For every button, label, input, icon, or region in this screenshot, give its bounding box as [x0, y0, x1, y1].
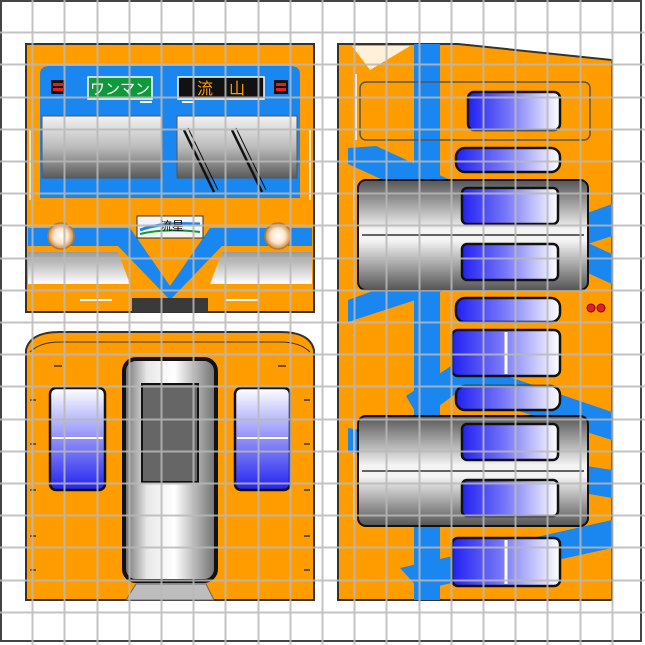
side-window-3 [454, 296, 562, 324]
taillight-icon [586, 303, 596, 313]
front-window-left [41, 115, 163, 179]
destination-sign-right: 流 山 [177, 76, 265, 100]
front-lower-stripe [28, 228, 312, 300]
headlight-icon [47, 222, 75, 250]
side-door-2-window-1 [460, 422, 560, 462]
side-door-1-window-2 [460, 242, 560, 282]
side-door-2-window-2 [460, 478, 560, 518]
end-door-window [141, 383, 199, 483]
destination-sign-right-text: 流 山 [197, 79, 245, 98]
side-door-1-window-1 [460, 186, 560, 226]
front-face: ワンマン 流 山 [25, 43, 315, 313]
front-window-right [176, 115, 298, 179]
end-step [125, 583, 215, 601]
coupler [132, 298, 208, 312]
taillight-icon [596, 303, 606, 313]
side-window-2 [454, 146, 562, 174]
destination-sign-left-text: ワンマン [90, 80, 150, 98]
side-face [337, 43, 613, 601]
taillight-icon [274, 80, 288, 94]
headlight-icon [264, 222, 292, 250]
taillight-icon [51, 80, 65, 94]
side-window-5 [454, 384, 562, 412]
destination-sign-left: ワンマン [87, 76, 153, 100]
front-bumper-left [28, 252, 130, 284]
end-face [25, 331, 315, 601]
front-bumper-right [210, 252, 312, 284]
